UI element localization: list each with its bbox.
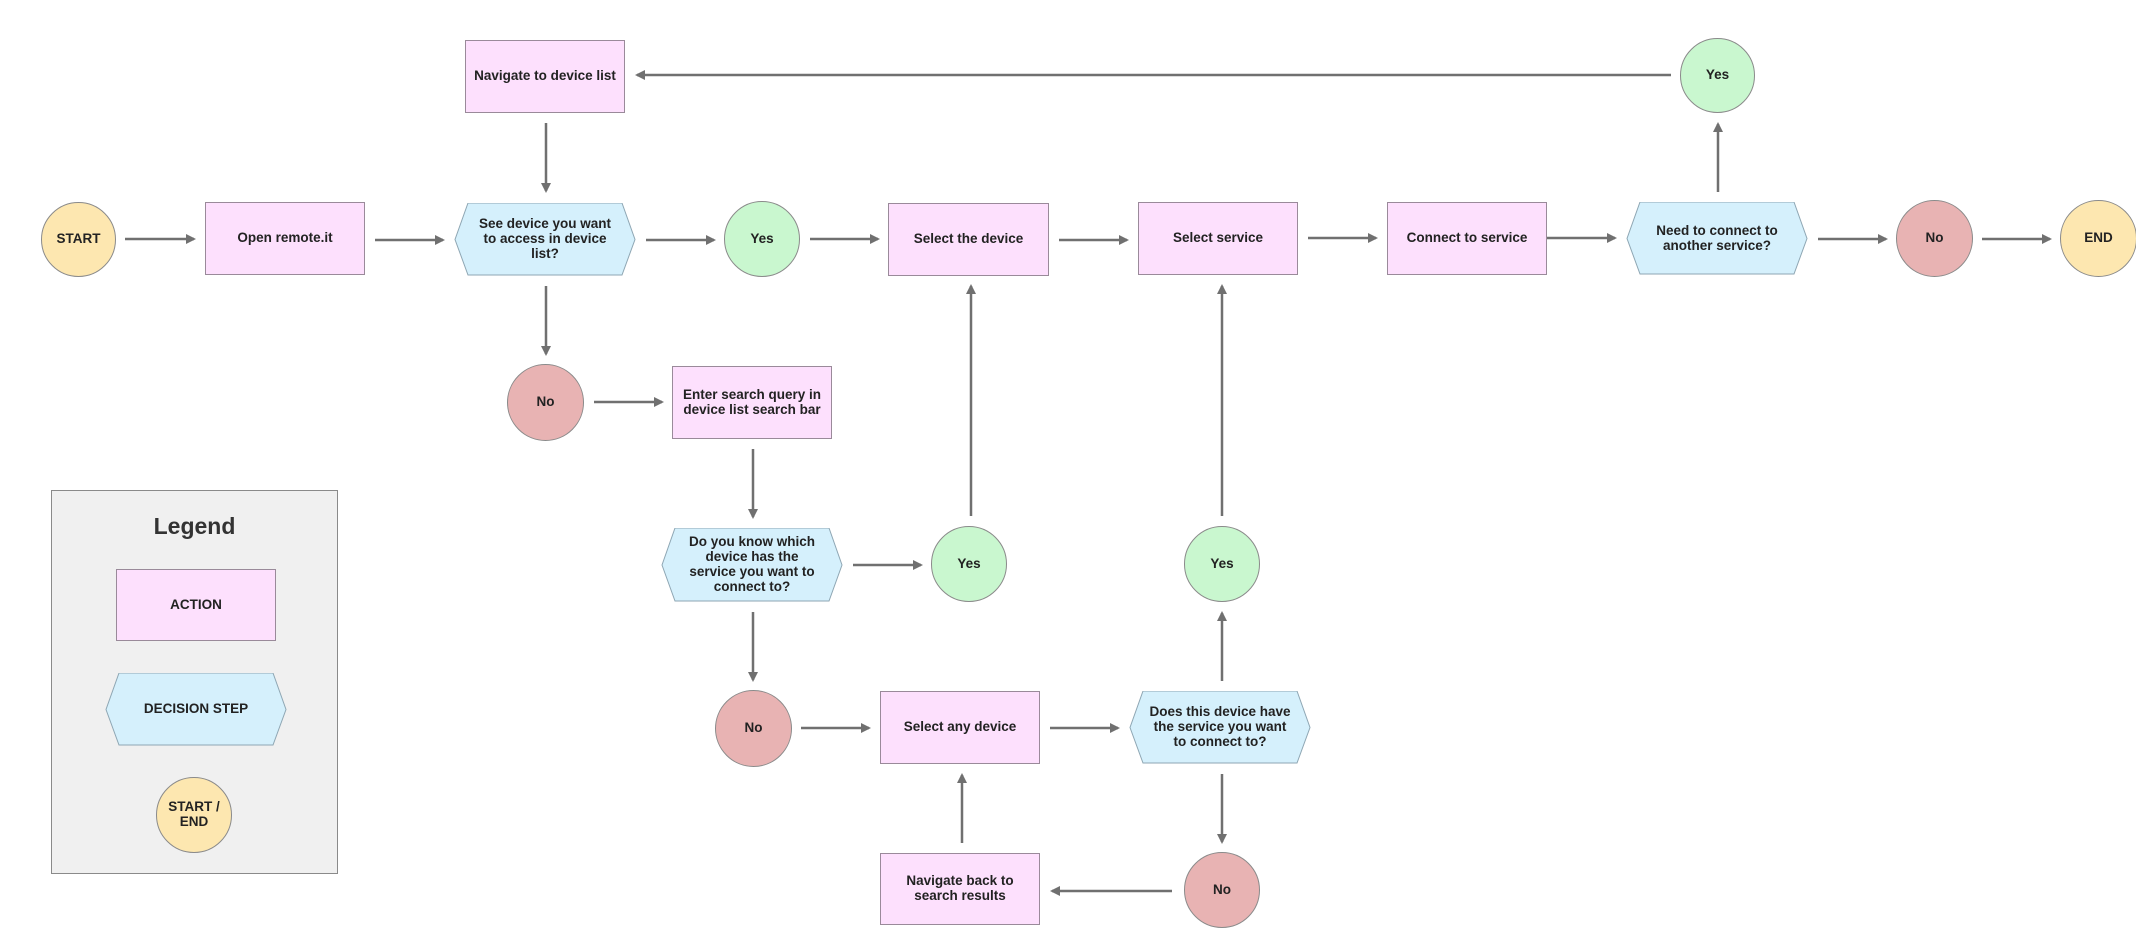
- legend-start-end-label: START / END: [168, 799, 220, 829]
- navigate-device-list-action: Navigate to device list: [465, 40, 625, 113]
- navigate-device-list-label: Navigate to device list: [474, 68, 616, 84]
- no-another-service-label: No: [1925, 230, 1944, 246]
- start-node-label: START: [56, 231, 101, 247]
- another-service-decision-label: Need to connect to another service?: [1656, 222, 1778, 253]
- no-know-device-node: No: [715, 690, 792, 767]
- yes-another-service-node: Yes: [1680, 38, 1755, 113]
- select-device-label: Select the device: [913, 231, 1024, 247]
- legend-action-swatch: ACTION: [116, 569, 276, 641]
- no-device-list-node: No: [507, 364, 584, 441]
- yes-has-service-node: Yes: [1184, 526, 1260, 602]
- navigate-back-action: Navigate back to search results: [880, 853, 1040, 925]
- yes-another-service-label: Yes: [1705, 67, 1730, 83]
- no-has-service-label: No: [1213, 881, 1231, 897]
- end-node-label: END: [2084, 230, 2113, 246]
- start-node: START: [41, 202, 116, 277]
- another-service-decision: Need to connect to another service?: [1626, 202, 1808, 275]
- enter-search-action: Enter search query in device list search…: [672, 366, 832, 439]
- end-node: END: [2060, 200, 2136, 277]
- legend-action-label: ACTION: [170, 596, 222, 612]
- device-list-decision: See device you want to access in device …: [454, 203, 636, 276]
- yes-device-list-label: Yes: [750, 230, 774, 246]
- no-device-list-label: No: [536, 394, 555, 410]
- yes-device-list-node: Yes: [724, 201, 800, 277]
- know-device-decision-label: Do you know which device has the service…: [688, 534, 815, 594]
- yes-know-device-node: Yes: [931, 526, 1007, 602]
- select-service-action: Select service: [1138, 202, 1298, 275]
- no-know-device-label: No: [744, 720, 763, 736]
- select-any-device-action: Select any device: [880, 691, 1040, 764]
- enter-search-label: Enter search query in device list search…: [682, 386, 822, 417]
- device-list-decision-label: See device you want to access in device …: [478, 216, 612, 261]
- yes-know-device-label: Yes: [957, 555, 981, 571]
- legend-title: Legend: [153, 513, 236, 539]
- legend-panel: Legend ACTION DECISION STEP START / END: [51, 490, 338, 874]
- select-device-action: Select the device: [888, 203, 1049, 276]
- has-service-decision: Does this device have the service you wa…: [1129, 691, 1311, 764]
- know-device-decision: Do you know which device has the service…: [661, 528, 843, 602]
- legend-decision-swatch: DECISION STEP: [105, 673, 287, 746]
- yes-has-service-label: Yes: [1210, 555, 1234, 571]
- connect-service-label: Connect to service: [1406, 230, 1528, 246]
- legend-start-end-swatch: START / END: [156, 777, 232, 853]
- navigate-back-label: Navigate back to search results: [906, 873, 1014, 903]
- legend-decision-label: DECISION STEP: [143, 701, 249, 717]
- connect-service-action: Connect to service: [1387, 202, 1547, 275]
- select-service-label: Select service: [1172, 230, 1264, 246]
- has-service-decision-label: Does this device have the service you wa…: [1149, 704, 1291, 749]
- no-another-service-node: No: [1896, 200, 1973, 277]
- open-remote-it-label: Open remote.it: [237, 230, 333, 246]
- no-has-service-node: No: [1184, 852, 1260, 928]
- select-any-device-label: Select any device: [903, 719, 1017, 735]
- open-remote-it-action: Open remote.it: [205, 202, 365, 275]
